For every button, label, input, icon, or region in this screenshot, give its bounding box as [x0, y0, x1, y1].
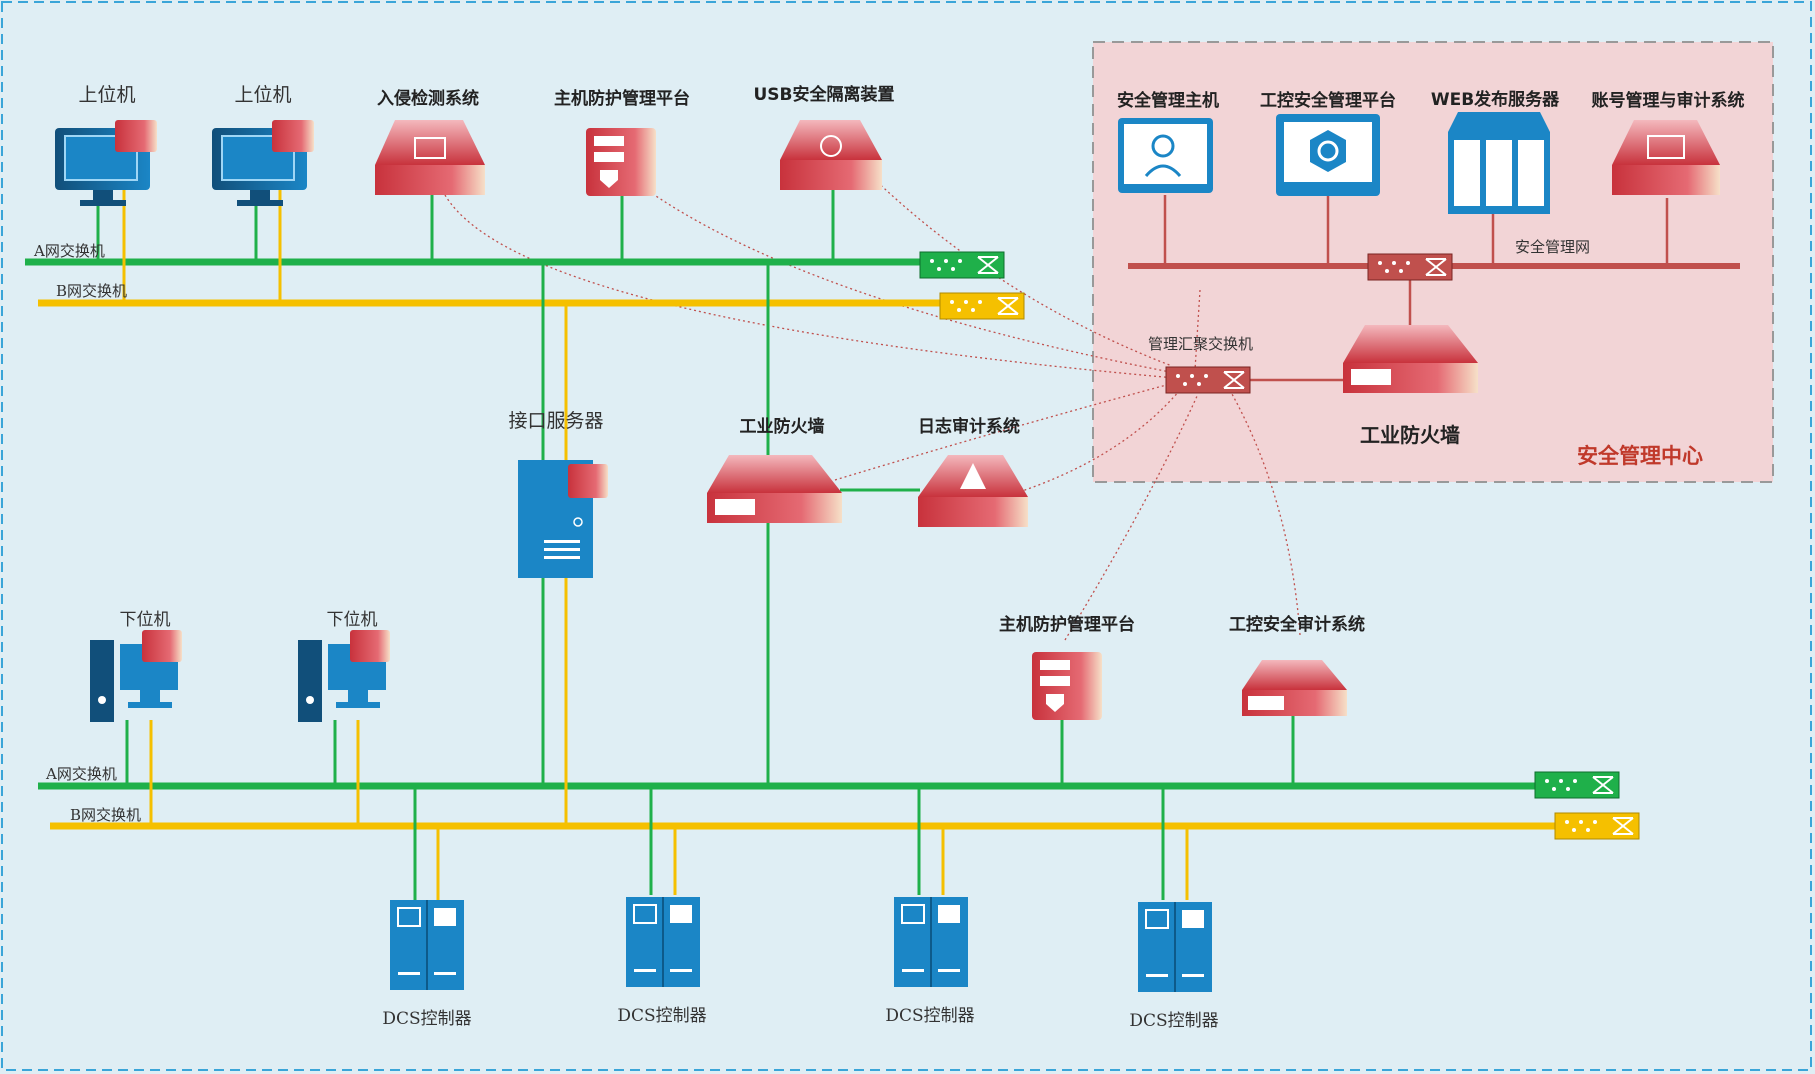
link-hostprotect-mgmt — [639, 184, 1171, 373]
switch-a-bottom-icon — [1534, 771, 1620, 799]
dcs-4-label: DCS控制器 — [1129, 1011, 1219, 1031]
log-audit-icon — [918, 455, 1028, 527]
mgmt-agg-switch-icon — [1165, 366, 1251, 394]
dcs-1-label: DCS控制器 — [382, 1009, 472, 1029]
usb-isolation-icon — [780, 120, 882, 190]
account-audit-label: 账号管理与审计系统 — [1591, 91, 1745, 111]
dcs-controller-2-icon — [626, 897, 700, 987]
link-ids-mgmt — [444, 194, 1176, 379]
ics-sec-platform-label: 工控安全管理平台 — [1260, 91, 1396, 111]
link-hostprotect2-mgmt — [1064, 393, 1199, 641]
a-switch-bottom-label: A网交换机 — [46, 765, 117, 783]
dcs-2-label: DCS控制器 — [617, 1006, 707, 1026]
b-net-drops — [122, 190, 1189, 900]
ics-sec-platform-icon — [1276, 114, 1380, 196]
dcs-controller-1-icon — [390, 900, 464, 990]
a-switch-top-label: A网交换机 — [34, 242, 105, 260]
account-audit-icon — [1612, 120, 1720, 195]
switch-a-top-icon — [919, 251, 1005, 279]
log-audit-label: 日志审计系统 — [918, 417, 1020, 437]
host-protect-bottom-icon — [1032, 652, 1102, 720]
firewall-mid-label: 工业防火墙 — [739, 417, 825, 437]
link-fw-mgmt — [834, 383, 1171, 481]
switch-b-top-icon — [939, 292, 1025, 320]
host-pc-2-icon — [212, 120, 314, 206]
link-usb-mgmt — [869, 174, 1173, 367]
host-pc-1-label: 上位机 — [78, 84, 136, 106]
firewall-mid-icon — [707, 455, 842, 523]
link-center-mgmt — [1194, 289, 1201, 371]
host-protect-top-label: 主机防护管理平台 — [554, 89, 690, 109]
host-protect-top-icon — [586, 128, 656, 196]
mgmt-agg-switch-label: 管理汇聚交换机 — [1148, 335, 1254, 353]
ics-audit-label: 工控安全审计系统 — [1229, 615, 1365, 635]
ids-label: 入侵检测系统 — [377, 89, 479, 109]
dcs-controller-4-icon — [1138, 902, 1212, 992]
interface-server-label: 接口服务器 — [508, 410, 604, 432]
web-server-label: WEB发布服务器 — [1430, 90, 1560, 110]
lower-pc-1-label: 下位机 — [119, 610, 171, 630]
dcs-controller-3-icon — [894, 897, 968, 987]
lower-pc-2-label: 下位机 — [326, 610, 378, 630]
interface-server-icon — [518, 460, 608, 578]
host-pc-2-label: 上位机 — [234, 84, 292, 106]
b-switch-bottom-label: B网交换机 — [70, 806, 142, 824]
sec-mgmt-host-label: 安全管理主机 — [1117, 91, 1219, 111]
lower-pc-2-icon — [298, 630, 390, 722]
switch-mgmt-net-icon — [1367, 253, 1453, 281]
sec-mgmt-net-label: 安全管理网 — [1515, 238, 1591, 256]
firewall-center-icon — [1343, 325, 1478, 393]
host-protect-bottom-label: 主机防护管理平台 — [999, 615, 1135, 635]
lower-pc-1-icon — [90, 630, 182, 722]
firewall-center-label: 工业防火墙 — [1360, 423, 1460, 447]
b-switch-top-label: B网交换机 — [56, 282, 128, 300]
ics-audit-icon — [1242, 660, 1347, 716]
switch-b-bottom-icon — [1554, 812, 1640, 840]
host-pc-1-icon — [55, 120, 157, 206]
web-server-icon — [1448, 112, 1550, 214]
dcs-3-label: DCS控制器 — [885, 1006, 975, 1026]
usb-isolation-label: USB安全隔离装置 — [753, 85, 895, 105]
ids-appliance-icon — [375, 120, 485, 195]
sec-mgmt-host-icon — [1118, 118, 1213, 193]
security-center-title: 安全管理中心 — [1577, 444, 1703, 468]
